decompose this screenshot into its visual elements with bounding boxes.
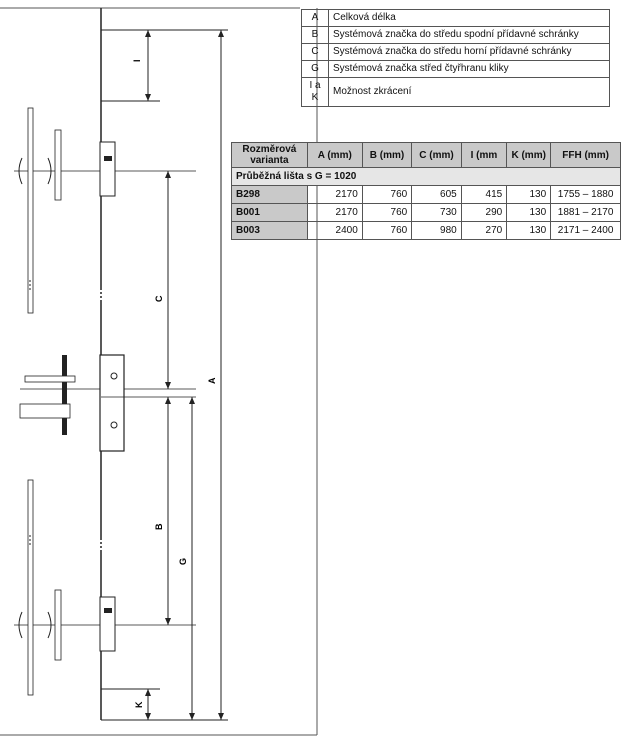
- legend-key: I a K: [301, 77, 329, 107]
- table-cell: 605: [411, 185, 462, 204]
- main-lock-faceplate: [62, 355, 67, 435]
- legend-text: Systémová značka střed čtyřhranu kliky: [328, 60, 610, 78]
- table-cell: 2170: [306, 185, 363, 204]
- arrow-head: [165, 618, 171, 625]
- arrow-head: [218, 30, 224, 37]
- table-cell: 415: [460, 185, 508, 204]
- legend-text: Možnost zkrácení: [328, 77, 610, 107]
- arrow-head: [165, 382, 171, 389]
- table-cell: 980: [411, 221, 462, 240]
- variants-table-subheader-row: Průběžná lišta s G = 1020: [231, 167, 621, 186]
- legend-key: C: [301, 43, 329, 61]
- table-cell: 130: [506, 221, 552, 240]
- dim-label-c: C: [154, 295, 164, 302]
- table-cell: 2170: [306, 203, 363, 222]
- arrow-head: [189, 397, 195, 404]
- lock-hole-top: [110, 372, 118, 380]
- variant-name-cell: B001: [231, 203, 308, 222]
- dim-label-a: A: [207, 377, 217, 384]
- legend-text: Celková délka: [328, 9, 610, 27]
- lower-hook: [18, 611, 52, 639]
- column-header: FFH (mm): [550, 142, 621, 168]
- cylinder: [19, 403, 71, 419]
- arrow-head: [165, 397, 171, 404]
- column-header: I (mm: [460, 142, 508, 168]
- table-cell: 290: [460, 203, 508, 222]
- variant-name-cell: B298: [231, 185, 308, 204]
- table-cell: 2171 – 2400: [550, 221, 621, 240]
- main-lock-case: [99, 354, 125, 452]
- table-cell: 760: [361, 221, 413, 240]
- column-header: A (mm): [306, 142, 363, 168]
- arrow-head: [218, 713, 224, 720]
- legend-key: B: [301, 26, 329, 44]
- table-cell: 130: [506, 185, 552, 204]
- lower-keeper-plate: [54, 589, 62, 661]
- arrow-head: [165, 171, 171, 178]
- upper-hook: [18, 157, 52, 185]
- lower-keeper: [27, 479, 34, 696]
- dim-label-g: G: [178, 558, 188, 565]
- column-header: K (mm): [506, 142, 552, 168]
- table-cell: 130: [506, 203, 552, 222]
- lock-hole-bottom: [110, 421, 118, 429]
- legend-text: Systémová značka do středu horní přídavn…: [328, 43, 610, 61]
- column-header: Rozměrová varianta: [231, 142, 308, 168]
- legend-text: Systémová značka do středu spodní přídav…: [328, 26, 610, 44]
- subheader-cell: Průběžná lišta s G = 1020: [231, 167, 621, 186]
- table-cell: 270: [460, 221, 508, 240]
- arrow-head: [145, 713, 151, 720]
- arrow-head: [189, 713, 195, 720]
- arrow-head: [145, 94, 151, 101]
- table-cell: 2400: [306, 221, 363, 240]
- column-header: C (mm): [411, 142, 462, 168]
- upper-keeper-plate: [54, 129, 62, 201]
- upper-lock-bolt: [104, 156, 112, 161]
- legend-key: G: [301, 60, 329, 78]
- handle-spindle: [24, 375, 76, 383]
- dim-label-k: K: [134, 701, 144, 708]
- arrow-head: [145, 689, 151, 696]
- table-cell: 1881 – 2170: [550, 203, 621, 222]
- legend-key: A: [301, 9, 329, 27]
- dim-label-b: B: [154, 523, 164, 530]
- table-cell: 760: [361, 203, 413, 222]
- upper-lock-case: [99, 141, 116, 197]
- table-cell: 760: [361, 185, 413, 204]
- arrow-head: [145, 30, 151, 37]
- column-header: B (mm): [361, 142, 413, 168]
- lower-lock-bolt: [104, 608, 112, 613]
- lower-lock-case: [99, 596, 116, 652]
- table-cell: 730: [411, 203, 462, 222]
- variant-name-cell: B003: [231, 221, 308, 240]
- upper-keeper: [27, 107, 34, 314]
- table-cell: 1755 – 1880: [550, 185, 621, 204]
- dim-label-i: I: [132, 59, 142, 62]
